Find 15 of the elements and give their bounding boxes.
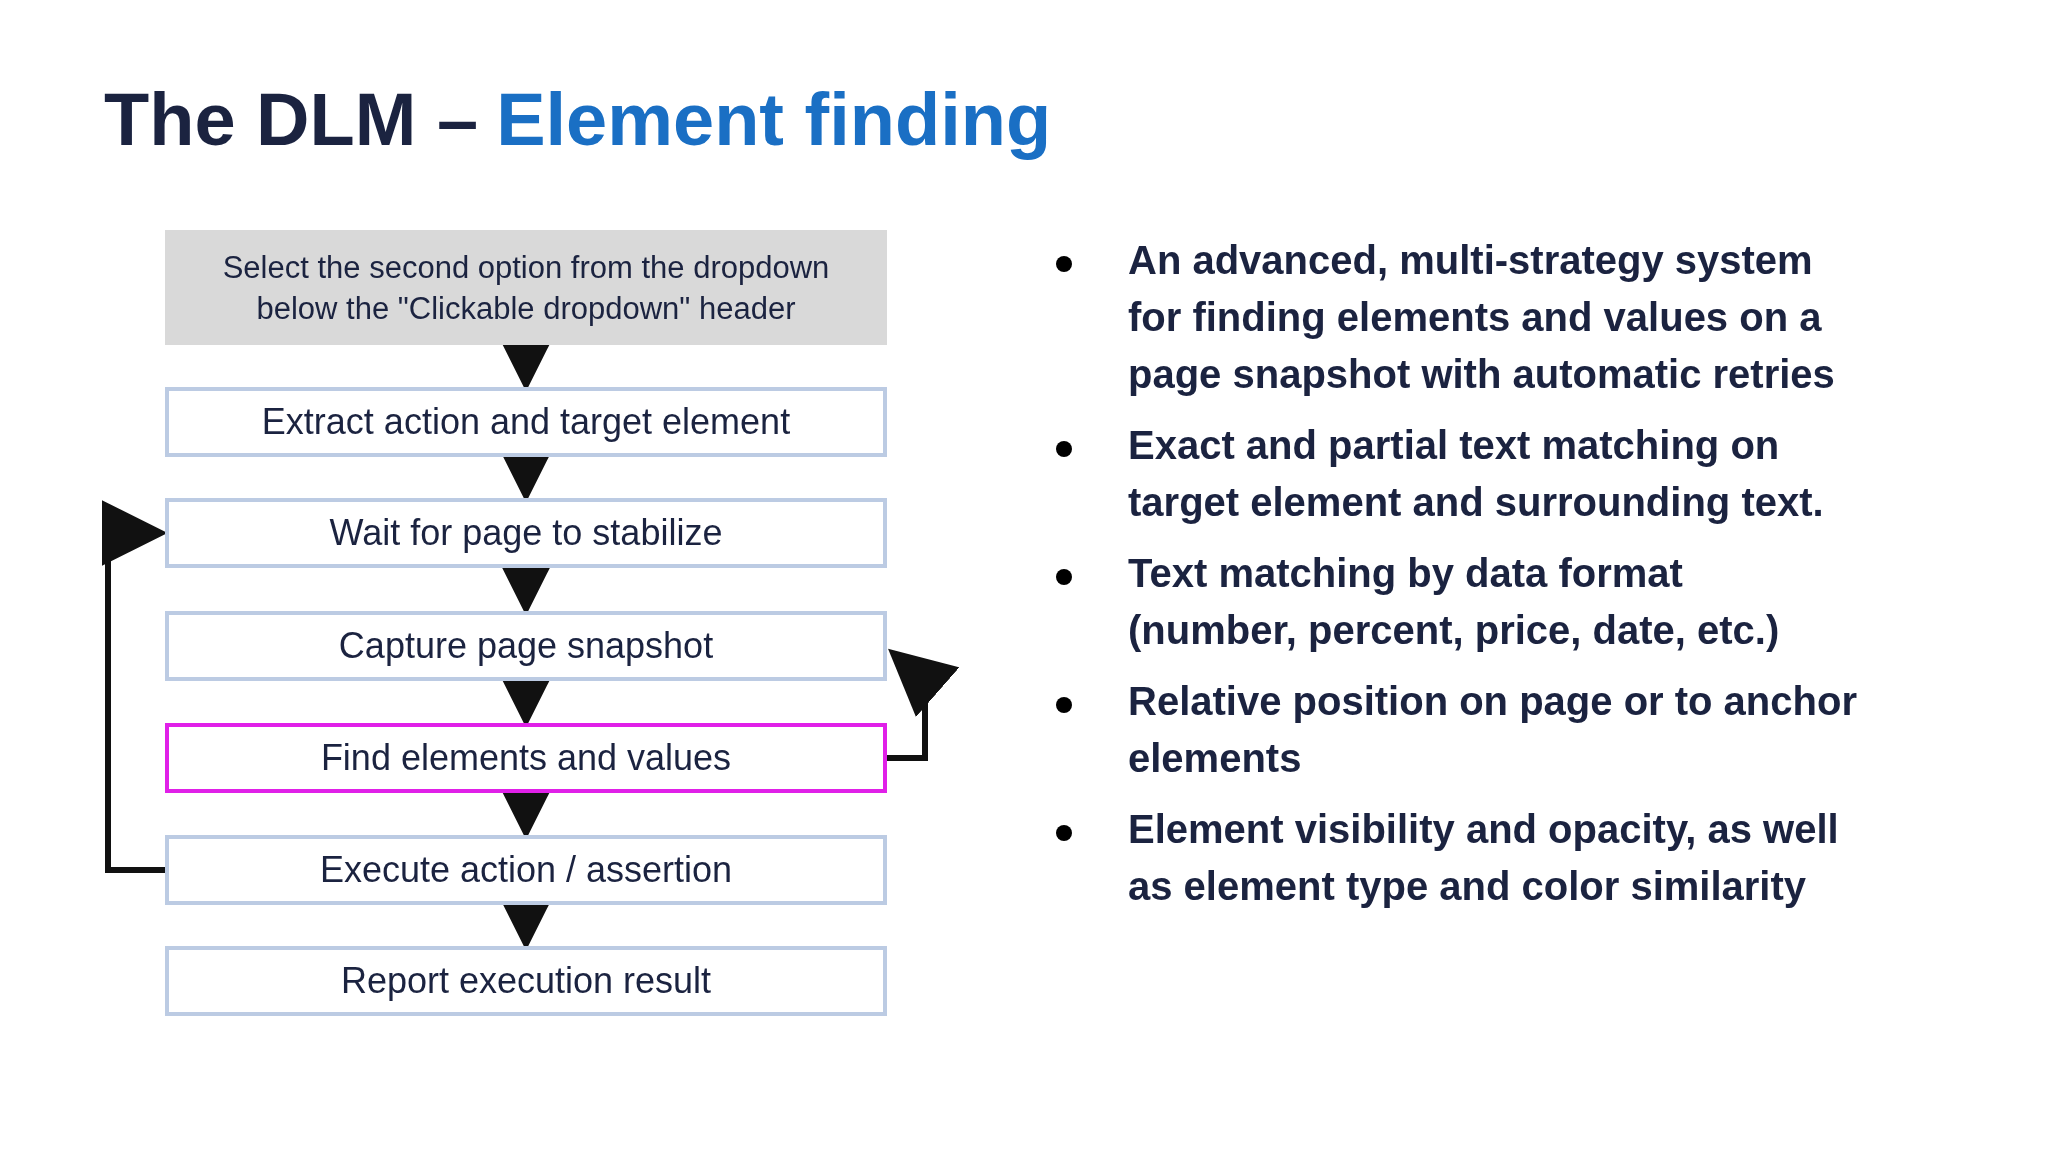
highlighted-process-box: Find elements and values: [165, 723, 887, 793]
instruction-box: Select the second option from the dropdown below the "Clickable dropdown" header: [165, 230, 887, 345]
bullet-text: Text matching by data format (number, percent, price, date, etc.): [1128, 550, 1781, 654]
bullet-text: Exact and partial text matching on target element and surrounding text.: [1128, 422, 1825, 526]
arrow: [887, 648, 960, 761]
process-box: Capture page snapshot: [165, 611, 887, 681]
process-box: Report execution result: [165, 946, 887, 1016]
bullet-text: Relative position on page or to anchor elements: [1128, 678, 1858, 782]
process-box: Extract action and target element: [165, 387, 887, 457]
title: The DLM –: [104, 77, 479, 163]
bullet-text: Element visibility and opacity, as well as element type and color similarity: [1128, 806, 1840, 910]
title-highlight: Element finding: [496, 77, 1052, 163]
bullet-text: An advanced, multi-strategy system for finding elements and values on a page snapshot with automatic retries: [1128, 237, 1836, 398]
process-box: Wait for page to stabilize: [165, 498, 887, 568]
process-box: Execute action / assertion: [165, 835, 887, 905]
